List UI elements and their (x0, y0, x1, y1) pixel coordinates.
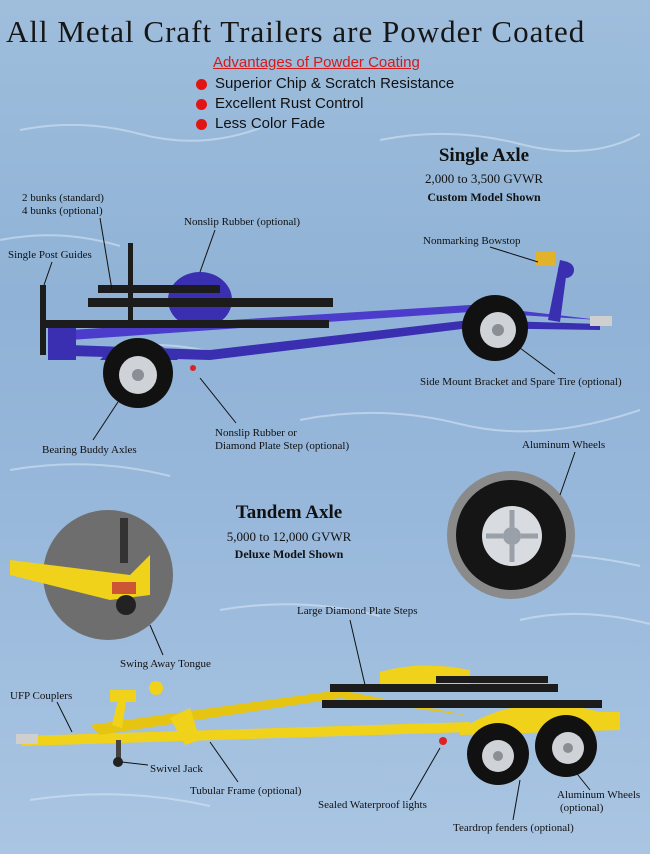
callout-aluminum-wheels-optional-line1: Aluminum Wheels (557, 789, 641, 801)
callout-bunks-optional: 4 bunks (optional) (22, 205, 103, 217)
list-item: Less Color Fade (196, 114, 454, 134)
callout-couplers: UFP Couplers (10, 690, 73, 702)
callout-bunks-standard: 2 bunks (standard) (22, 192, 104, 204)
list-item: Superior Chip & Scratch Resistance (196, 74, 454, 94)
callout-bowstop: Nonmarking Bowstop (423, 235, 521, 247)
tandem-axle-model: Deluxe Model Shown (234, 547, 344, 561)
callout-nonslip-rubber: Nonslip Rubber (optional) (184, 216, 301, 228)
single-axle-heading: Single Axle (438, 145, 530, 166)
tandem-axle-rating: 5,000 to 12,000 GVWR (226, 529, 352, 544)
red-dot-icon (196, 78, 207, 90)
swing-tongue-inset (10, 510, 173, 640)
callout-step-line2: Diamond Plate Step (optional) (215, 440, 350, 452)
single-axle-trailer (40, 243, 612, 408)
callout-bearing-buddy: Bearing Buddy Axles (42, 444, 137, 456)
callout-lights: Sealed Waterproof lights (318, 799, 427, 811)
list-item: Excellent Rust Control (196, 94, 454, 114)
tandem-axle-heading: Tandem Axle (235, 502, 343, 523)
callout-step-line1: Nonslip Rubber or (215, 427, 297, 439)
callout-swivel-jack: Swivel Jack (150, 763, 203, 775)
aluminum-wheel-inset (447, 471, 575, 599)
callout-tubular-frame: Tubular Frame (optional) (190, 785, 302, 797)
page-title: All Metal Craft Trailers are Powder Coat… (6, 14, 586, 49)
red-dot-icon (196, 98, 207, 110)
callout-swing-tongue: Swing Away Tongue (120, 658, 211, 670)
advantages-heading: Advantages of Powder Coating (213, 54, 420, 71)
callout-diamond-steps: Large Diamond Plate Steps (297, 605, 418, 617)
callout-fenders: Teardrop fenders (optional) (453, 822, 574, 834)
callout-leaders (43, 217, 591, 821)
callout-post-guides: Single Post Guides (8, 249, 92, 261)
single-axle-model: Custom Model Shown (427, 190, 541, 204)
callout-aluminum-wheels: Aluminum Wheels (522, 439, 606, 451)
tandem-axle-trailer (16, 665, 620, 785)
callout-aluminum-wheels-optional-line2: (optional) (560, 802, 604, 814)
single-axle-rating: 2,000 to 3,500 GVWR (424, 171, 544, 186)
red-dot-icon (196, 118, 207, 130)
advantages-list: Superior Chip & Scratch Resistance Excel… (196, 74, 454, 134)
callout-spare-tire: Side Mount Bracket and Spare Tire (optio… (420, 376, 622, 388)
